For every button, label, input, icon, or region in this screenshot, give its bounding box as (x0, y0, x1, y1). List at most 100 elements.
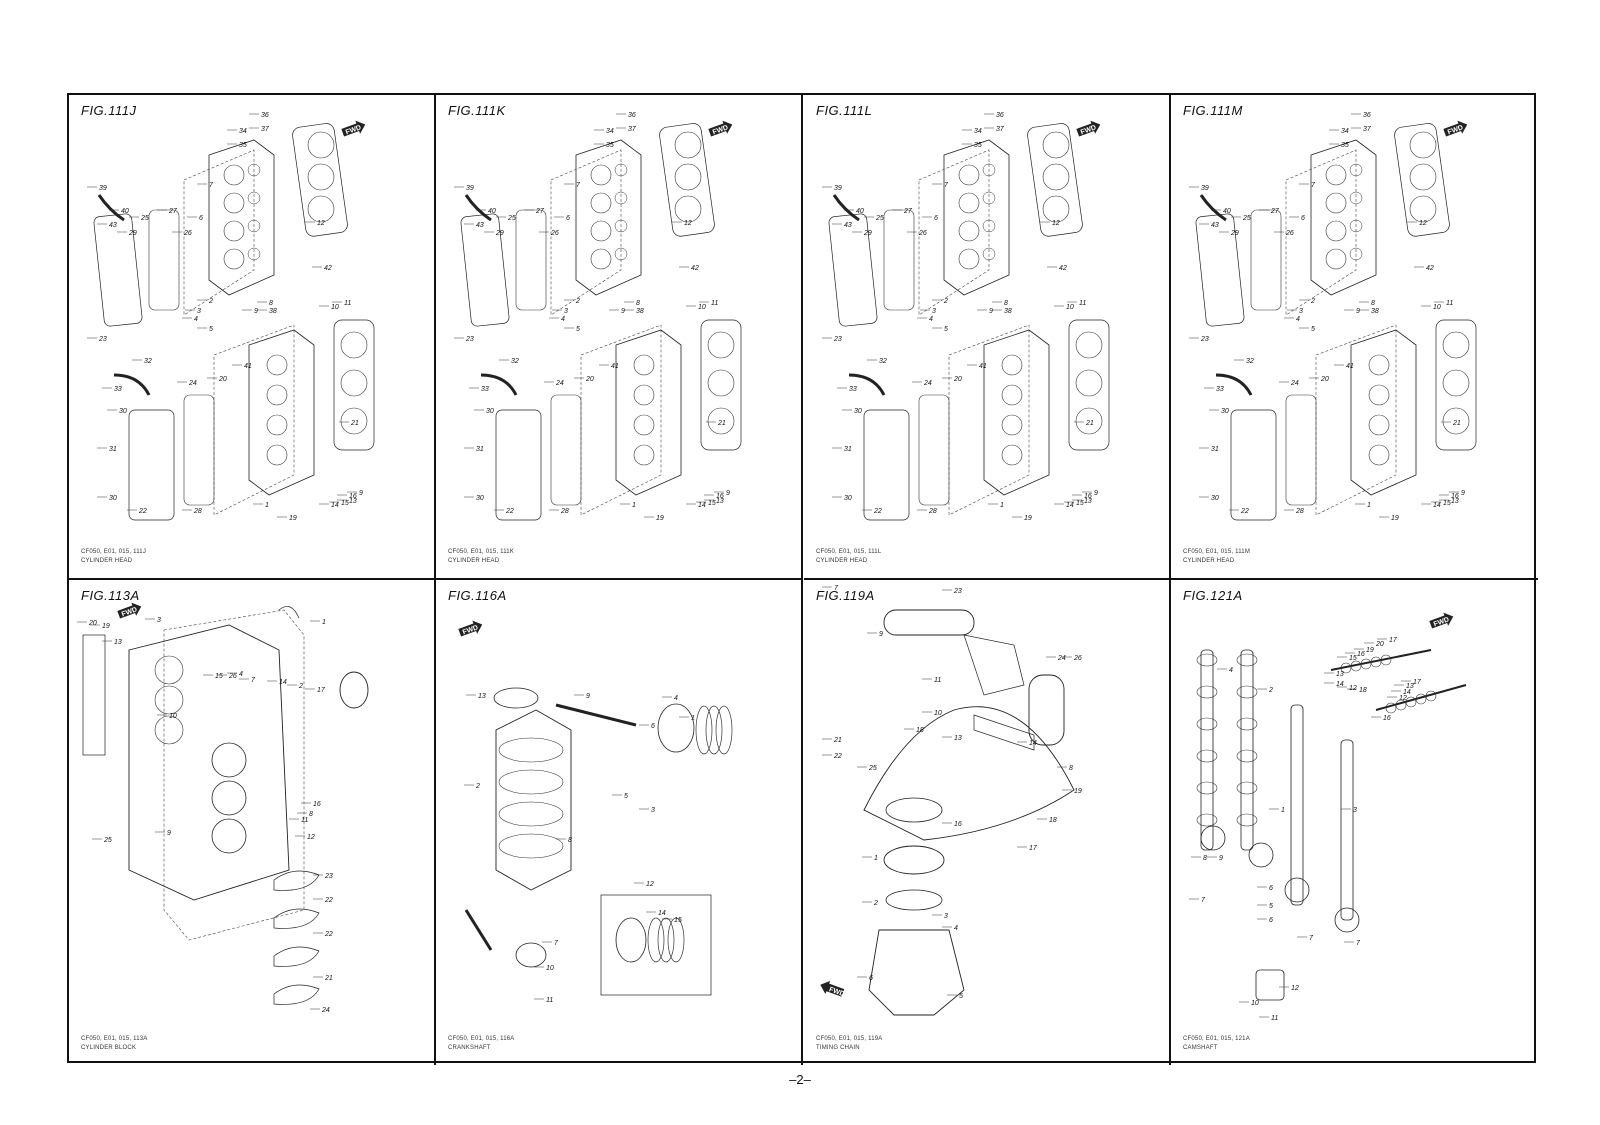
valve-port (1368, 414, 1390, 436)
part-callout: 20 (1320, 376, 1329, 383)
valve-port (1368, 384, 1390, 406)
part-callout: 8 (309, 811, 313, 818)
part-callout: 8 (1069, 765, 1073, 772)
part-callout: 11 (934, 677, 941, 684)
part-callout: 7 (251, 677, 256, 684)
part-callout: 8 (1203, 855, 1207, 862)
lower-case (868, 929, 965, 1016)
head-cover (1195, 213, 1245, 327)
piston-ring (647, 917, 665, 963)
cam-lobe (1196, 717, 1218, 731)
part-callout: 14 (698, 502, 706, 509)
part-callout: 12 (646, 881, 654, 888)
part-callout: 15 (1349, 655, 1357, 662)
valve-spring (1350, 660, 1362, 672)
valve-port (1001, 414, 1023, 436)
part-callout: 23 (324, 873, 333, 880)
part-callout: 35 (1341, 142, 1349, 149)
breather-hose (480, 373, 518, 396)
part-callout: 15 (674, 917, 682, 924)
part-callout: 18 (1359, 687, 1367, 694)
part-callout: 36 (261, 112, 269, 119)
bolt-hole (614, 247, 628, 261)
caption-part-name: CAMSHAFT (1183, 1045, 1218, 1051)
part-callout: 25 (103, 837, 112, 844)
part-callout: 22 (833, 753, 842, 760)
part-callout: 29 (495, 230, 504, 237)
part-callout: 9 (621, 308, 625, 315)
cylinder-bore (1442, 331, 1470, 359)
camshaft (1200, 649, 1214, 851)
part-callout: 27 (168, 208, 178, 215)
cover-gasket (1250, 209, 1282, 311)
cylinder-head-upper (575, 139, 642, 296)
part-callout: 16 (1383, 715, 1391, 722)
part-callout: 13 (349, 498, 357, 505)
assembly-frame (1315, 324, 1397, 516)
cover-gasket (183, 394, 215, 506)
crank-web (498, 833, 564, 859)
bolt-hole (982, 219, 996, 233)
part-callout: 6 (1301, 215, 1305, 222)
part-callout: 9 (1094, 490, 1098, 497)
figure-title: FIG.119A (816, 588, 875, 603)
valve-port (633, 414, 655, 436)
valve-port (223, 192, 245, 214)
cylinder-bore (340, 331, 368, 359)
part-callout: 19 (1074, 788, 1082, 795)
part-callout: 34 (974, 128, 982, 135)
part-callout: 19 (1391, 515, 1399, 522)
part-callout: 10 (1251, 1000, 1259, 1007)
part-callout: 12 (684, 220, 692, 227)
oil-seal (493, 687, 539, 709)
bolt-hole (614, 191, 628, 205)
part-callout: 40 (1223, 208, 1231, 215)
part-callout: 11 (344, 300, 351, 307)
head-gasket (292, 123, 348, 237)
caption-part-name: CYLINDER HEAD (816, 558, 868, 564)
head-cover (828, 213, 878, 327)
part-callout: 29 (1230, 230, 1239, 237)
part-callout: 12 (1419, 220, 1427, 227)
part-callout: 14 (331, 502, 339, 509)
part-callout: 30 (119, 408, 127, 415)
cylinder-bore (154, 655, 184, 685)
part-callout: 9 (1219, 855, 1223, 862)
part-callout: 1 (322, 619, 326, 626)
part-callout: 13 (954, 735, 962, 742)
part-callout: 32 (1246, 358, 1254, 365)
part-callout: 14 (1029, 740, 1037, 747)
cam-sprocket (1248, 842, 1274, 868)
part-callout: 7 (1311, 182, 1316, 189)
cylinder-head-lower (983, 329, 1050, 496)
part-callout: 42 (1426, 265, 1434, 272)
valve-spring (1360, 658, 1372, 670)
part-callout: 3 (1299, 308, 1303, 315)
assembly-frame (163, 609, 305, 941)
part-callout: 28 (928, 508, 937, 515)
bolt-hole (247, 191, 261, 205)
exploded-parts-diagram: FWD3637343576394043292527261242234895381… (454, 112, 742, 522)
assembly-frame (580, 324, 662, 516)
exploded-parts-diagram: FWD3637343576394043292527261242234895381… (87, 112, 375, 522)
piston-ring (695, 705, 713, 755)
cylinder-head-upper (1310, 139, 1377, 296)
part-callout: 29 (863, 230, 872, 237)
cylinder-bore (1409, 195, 1437, 223)
valve-port (223, 248, 245, 270)
cylinder-bore (1042, 131, 1070, 159)
part-callout: 7 (1356, 940, 1361, 947)
sprocket (885, 797, 943, 823)
part-callout: 25 (140, 215, 149, 222)
part-callout: 25 (507, 215, 516, 222)
fwd-arrow-icon: FWD (1443, 120, 1468, 137)
caption-code: CF050, E01, 015, 111M (1183, 549, 1251, 555)
breather-hose (97, 194, 125, 222)
part-callout: 1 (1281, 807, 1285, 814)
part-callout: 4 (674, 695, 678, 702)
part-callout: 17 (317, 687, 326, 694)
valve-port (590, 192, 612, 214)
valve-port (958, 164, 980, 186)
valve-port (266, 384, 288, 406)
